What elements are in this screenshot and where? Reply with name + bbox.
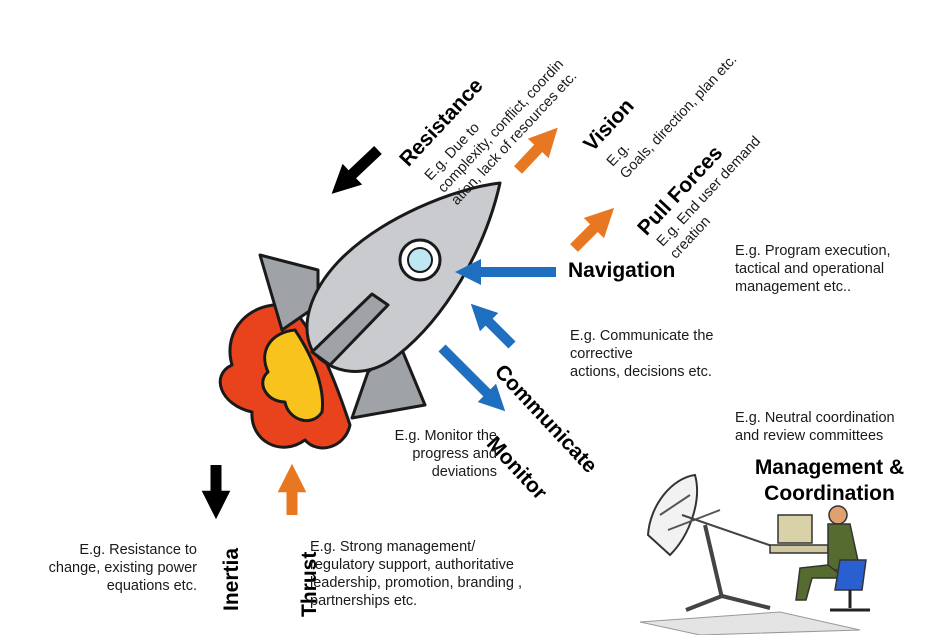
management-desc: E.g. Neutral coordination and review com… <box>735 410 895 444</box>
inertia-desc: E.g. Resistance to change, existing powe… <box>48 542 197 594</box>
communicate-arrow <box>470 303 516 349</box>
dish-feed <box>681 514 773 547</box>
communicate-desc: E.g. Communicate the corrective actions,… <box>570 328 714 380</box>
pull-forces-arrow <box>570 207 615 252</box>
navigation-desc: E.g. Program execution, tactical and ope… <box>735 243 891 295</box>
vision-arrow <box>513 127 558 174</box>
dish-pole <box>703 524 724 599</box>
monitor-arrow <box>438 344 506 412</box>
inertia-group: Inertia <box>202 548 262 611</box>
navigation-title: Navigation <box>568 259 676 282</box>
rocket-icon <box>218 181 502 450</box>
dish-base <box>639 611 861 635</box>
inertia-title: Inertia <box>220 547 243 611</box>
monitor-screen <box>777 514 813 544</box>
dish-leg-right <box>721 594 771 610</box>
flame-inner <box>261 328 325 423</box>
satellite-dish-icon <box>639 473 861 635</box>
dish-reflector <box>646 473 699 557</box>
operator-chair <box>834 559 867 591</box>
rocket-side-fin <box>310 292 390 367</box>
operator-at-computer-icon <box>769 505 870 612</box>
resistance-arrow <box>331 146 382 194</box>
monitor-desc: E.g. Monitor the progress and deviations <box>394 428 497 480</box>
operator-head <box>828 505 848 525</box>
dish-leg-left <box>685 594 723 612</box>
rocket-window-glass <box>407 247 433 273</box>
thrust-desc: E.g. Strong management/ regulatory suppo… <box>310 539 522 609</box>
management-title: Management & Coordination <box>754 456 905 505</box>
computer-desk <box>769 544 829 554</box>
